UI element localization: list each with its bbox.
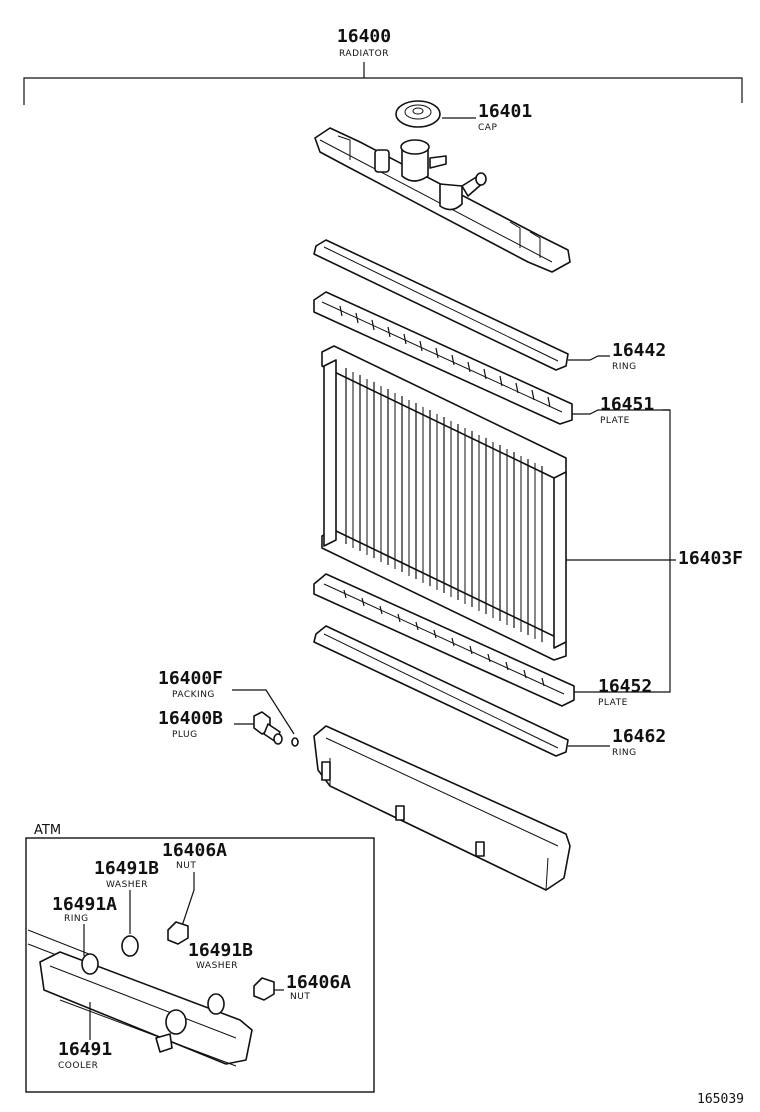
radiator-cap [395, 100, 441, 128]
radiator-part-number: 16400 [337, 26, 391, 47]
atm-nut-right [253, 977, 275, 1001]
upper-ring-part-number: 16442 [612, 340, 666, 361]
atm-washer-top-part-number: 16491B [94, 858, 159, 879]
packing-part-label: PACKING [172, 690, 215, 700]
atm-washer-right-part-number: 16491B [188, 940, 253, 961]
lower-tank [313, 725, 571, 891]
radiator-assembly-bracket [23, 62, 743, 105]
lower-plate-part-number: 16452 [598, 676, 652, 697]
atm-nut-right-part-number: 16406A [286, 972, 351, 993]
atm-ring-part-number: 16491A [52, 894, 117, 915]
atm-washer-top-part-label: WASHER [106, 880, 148, 890]
drain-plug [253, 711, 283, 745]
atm-washer-right-part-label: WASHER [196, 961, 238, 971]
core-part-number: 16403F [678, 548, 743, 569]
upper-tank [314, 127, 571, 273]
atm-nut-top-part-label: NUT [176, 861, 196, 871]
atm-nut-top [167, 921, 189, 945]
oil-cooler [27, 929, 253, 1067]
atm-nut-top-part-number: 16406A [162, 840, 227, 861]
upper-ring-part-label: RING [612, 362, 637, 372]
plug-part-number: 16400B [158, 708, 223, 729]
atm-cooler-part-label: COOLER [58, 1061, 98, 1071]
atm-title: ATM [34, 823, 61, 838]
lower-ring-part-label: RING [612, 748, 637, 758]
upper-plate-part-number: 16451 [600, 394, 654, 415]
upper-ring-gasket [313, 239, 569, 371]
packing-part-number: 16400F [158, 668, 223, 689]
atm-washer-top [121, 935, 139, 957]
atm-ring-part-label: RING [64, 914, 89, 924]
lower-plate-part-label: PLATE [598, 698, 628, 708]
upper-plate [313, 291, 573, 425]
plug-part-label: PLUG [172, 730, 198, 740]
atm-washer-right [207, 993, 225, 1015]
lower-ring-part-number: 16462 [612, 726, 666, 747]
atm-cooler-part-number: 16491 [58, 1039, 112, 1060]
lower-ring-gasket [313, 625, 569, 757]
cap-part-number: 16401 [478, 101, 532, 122]
lower-plate [313, 573, 575, 707]
atm-nut-right-part-label: NUT [290, 992, 310, 1002]
diagram-reference-number: 165039 [697, 1092, 744, 1107]
cap-part-label: CAP [478, 123, 497, 133]
radiator-core [321, 345, 567, 661]
drain-packing [291, 737, 299, 747]
radiator-part-label: RADIATOR [339, 49, 389, 59]
upper-plate-part-label: PLATE [600, 416, 630, 426]
